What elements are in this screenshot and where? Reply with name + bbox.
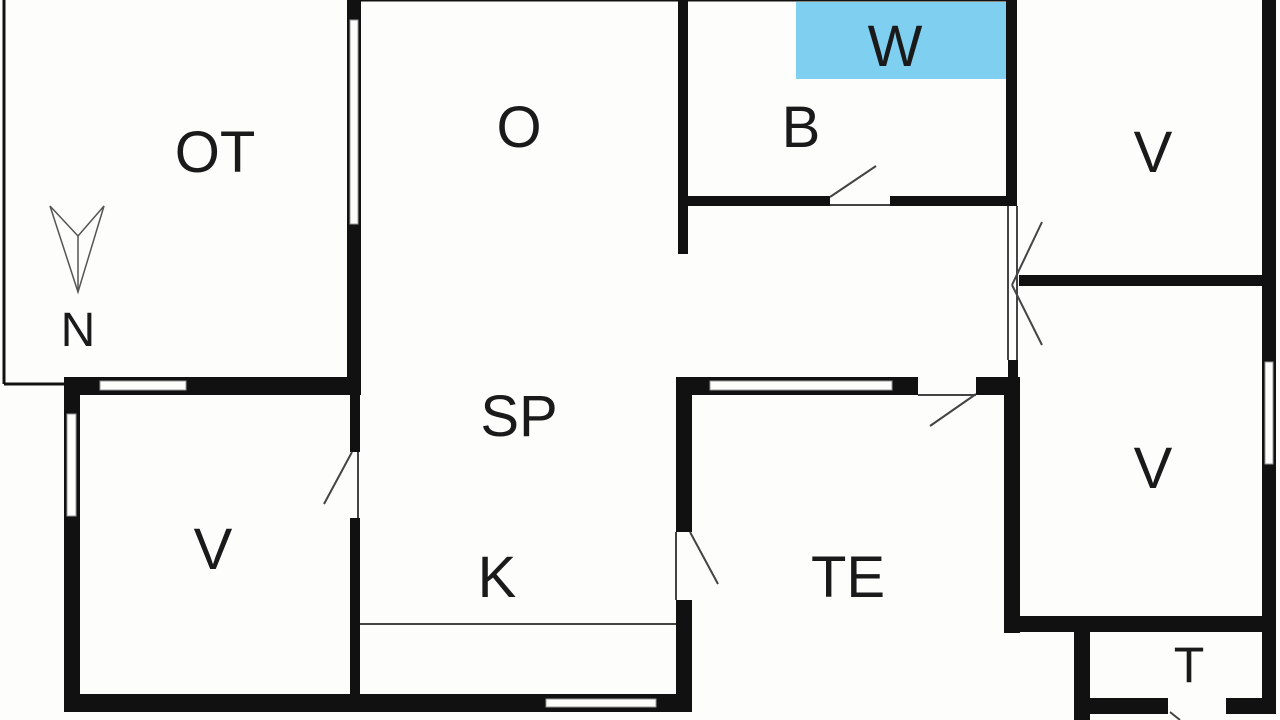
wall-vleft-sp (350, 394, 360, 696)
ot-room-outline (2, 0, 1010, 386)
room-label-v-top-right: V (1134, 120, 1173, 185)
window-vleft-side (66, 413, 77, 517)
wall-bottom (64, 694, 690, 712)
window-bottom (545, 698, 657, 708)
door-gap-t (1168, 697, 1226, 715)
windows (66, 19, 1274, 708)
room-label-o: O (496, 95, 541, 160)
window-right-outer (1264, 361, 1274, 465)
window-vleft-top (99, 380, 187, 391)
wall-right-outer (1262, 0, 1276, 712)
window-te-top (709, 380, 893, 391)
w-highlight-area (796, 2, 1007, 79)
room-label-ot: OT (175, 120, 256, 185)
door-gap-sp-te (675, 532, 693, 600)
wall-v-right-top (1008, 360, 1018, 390)
room-label-v-left: V (194, 517, 233, 582)
wall-v-v (1010, 275, 1266, 286)
room-label-v-right: V (1134, 436, 1173, 501)
wall-te-v (1004, 377, 1020, 633)
compass-label: N (61, 304, 96, 357)
wall-o-b (678, 0, 688, 254)
room-label-te: TE (811, 545, 885, 610)
door-gap-te (918, 376, 976, 396)
room-label-w: W (868, 14, 923, 79)
wall-t-left (1074, 616, 1090, 720)
room-label-k: K (478, 545, 517, 610)
room-label-t: T (1174, 637, 1205, 693)
door-swings (323, 165, 1181, 720)
wall-t-top (1004, 616, 1276, 632)
room-label-sp: SP (480, 384, 557, 449)
north-arrow-icon (49, 205, 105, 295)
room-label-b: B (782, 95, 821, 160)
wall-b-v (1006, 0, 1017, 206)
window-ot-o (349, 19, 359, 225)
door-gap-vleft (349, 452, 361, 518)
